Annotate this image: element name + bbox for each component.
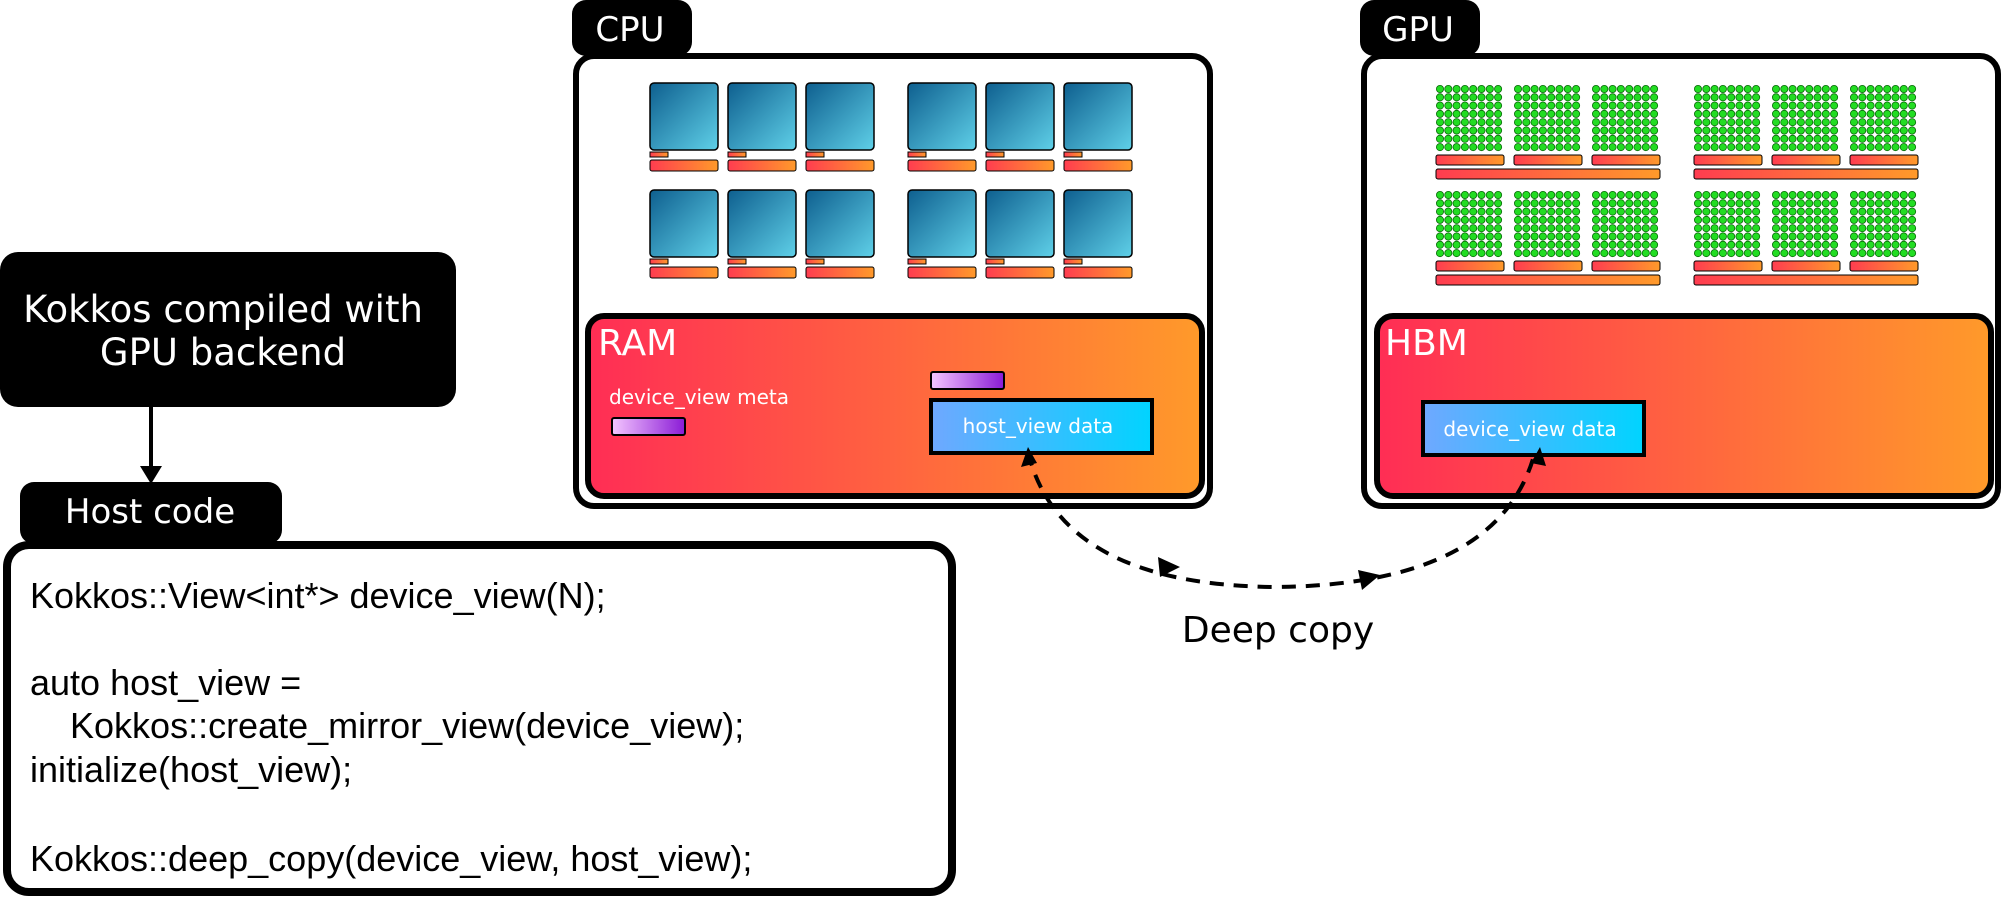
- gpu-shared-cache: [1435, 274, 1661, 286]
- cpu-core: [907, 189, 977, 279]
- hbm-label: HBM: [1385, 323, 1468, 364]
- gpu-sm: [1435, 190, 1505, 272]
- host-view-meta-bar: [930, 371, 1005, 390]
- cpu-core: [805, 82, 875, 172]
- gpu-sm: [1771, 85, 1841, 166]
- ram-block: RAM device_view meta host_view data: [585, 313, 1205, 499]
- gpu-tab: GPU: [1360, 0, 1480, 56]
- gpu-sms: [1435, 85, 1919, 286]
- code-line-1: Kokkos::View<int*> device_view(N);: [30, 575, 606, 616]
- host-code-box: Kokkos::View<int*> device_view(N); auto …: [3, 541, 956, 896]
- cpu-core: [985, 82, 1055, 172]
- gpu-shared-cache: [1693, 168, 1919, 180]
- host-view-data-label: host_view data: [963, 414, 1114, 438]
- cpu-core: [649, 82, 719, 172]
- host-view-data-block: [929, 398, 1154, 455]
- kokkos-backend-line1: Kokkos compiled with: [23, 288, 423, 331]
- hbm-block: HBM device_view data: [1374, 313, 1994, 499]
- cpu-core: [805, 189, 875, 279]
- kokkos-backend-box: Kokkos compiled with GPU backend: [0, 252, 456, 407]
- cpu-core: [985, 189, 1055, 279]
- gpu-sm: [1513, 190, 1583, 272]
- cpu-core: [907, 82, 977, 172]
- device-view-data-block: [1421, 400, 1646, 457]
- gpu-sm: [1693, 190, 1763, 272]
- cpu-core: [727, 82, 797, 172]
- cpu-tab: CPU: [572, 0, 692, 56]
- host-code-label: Host code: [65, 492, 235, 532]
- device-view-data-label: device_view data: [1443, 417, 1616, 441]
- gpu-label: GPU: [1382, 10, 1454, 50]
- cpu-cores: [649, 82, 1133, 279]
- cpu-core: [649, 189, 719, 279]
- deep-copy-label: Deep copy: [1182, 610, 1374, 651]
- cpu-core: [727, 189, 797, 279]
- gpu-sm: [1849, 85, 1919, 166]
- code-line-7: Kokkos::deep_copy(device_view, host_view…: [30, 838, 752, 879]
- kokkos-backend-line2: GPU backend: [100, 331, 346, 374]
- device-view-meta-bar: [611, 417, 686, 436]
- gpu-shared-cache: [1435, 168, 1661, 180]
- code-line-3: auto host_view =: [30, 662, 301, 703]
- code-line-4: Kokkos::create_mirror_view(device_view);: [30, 705, 744, 746]
- gpu-sm: [1693, 85, 1763, 166]
- gpu-sm: [1435, 85, 1505, 166]
- device-view-meta-label: device_view meta: [609, 385, 789, 409]
- cpu-label: CPU: [595, 10, 664, 50]
- gpu-sm: [1771, 190, 1841, 272]
- gpu-sm: [1591, 85, 1661, 166]
- gpu-shared-cache: [1693, 274, 1919, 286]
- cpu-core: [1063, 82, 1133, 172]
- cpu-core: [1063, 189, 1133, 279]
- gpu-sm: [1513, 85, 1583, 166]
- host-code-tab: Host code: [20, 482, 282, 544]
- ram-label: RAM: [598, 323, 677, 364]
- deep-copy-arrow: [1021, 447, 1546, 590]
- code-line-5: initialize(host_view);: [30, 749, 352, 790]
- gpu-sm: [1591, 190, 1661, 272]
- gpu-sm: [1849, 190, 1919, 272]
- backend-to-host-arrow: [140, 407, 162, 484]
